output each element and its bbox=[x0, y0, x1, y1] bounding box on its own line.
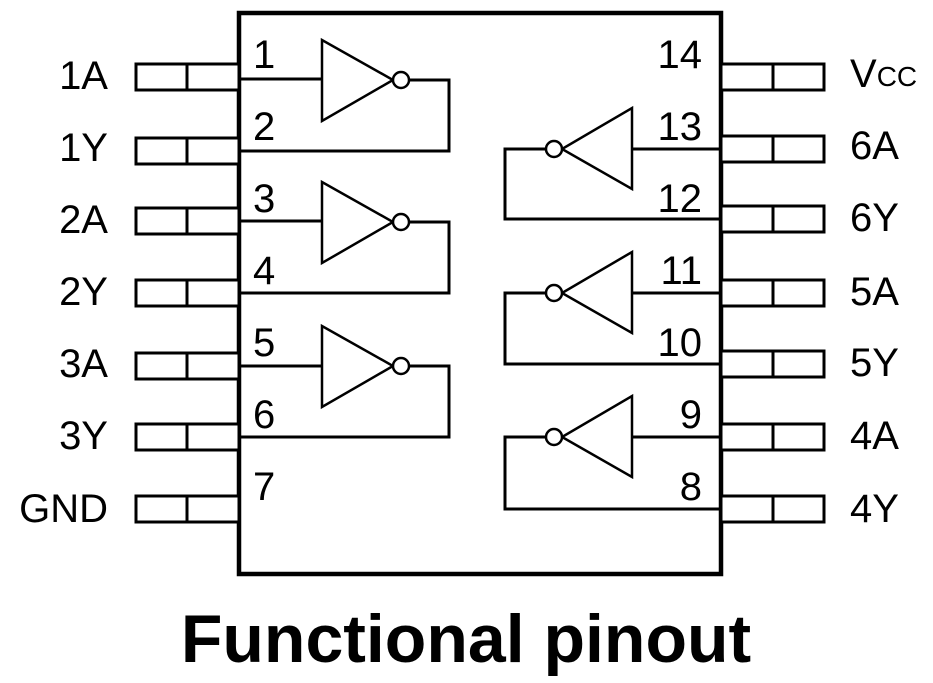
inverter-2 bbox=[239, 179, 451, 295]
pin-number-7: 7 bbox=[253, 465, 275, 509]
inverter-6 bbox=[503, 105, 721, 221]
inverter-1 bbox=[239, 37, 451, 153]
inverter-5 bbox=[503, 249, 721, 366]
diagram-title: Functional pinout bbox=[181, 601, 751, 677]
pin-name-1a: 1A bbox=[59, 54, 108, 98]
pin-name-3y: 3Y bbox=[59, 414, 108, 458]
pin-5-pad bbox=[134, 351, 241, 381]
pin-name-6y: 6Y bbox=[850, 196, 899, 240]
pin-10-pad bbox=[719, 349, 826, 379]
pin-6-pad bbox=[134, 422, 241, 452]
pin-2-pad bbox=[134, 136, 241, 166]
pin-name-gnd: GND bbox=[19, 487, 108, 531]
pin-8-pad bbox=[719, 494, 826, 524]
pin-name-2a: 2A bbox=[59, 198, 108, 242]
pin-number-4: 4 bbox=[253, 249, 275, 293]
vcc-main: V bbox=[850, 52, 877, 96]
pin-name-4a: 4A bbox=[850, 414, 899, 458]
vcc-sub: CC bbox=[877, 61, 917, 92]
pin-number-8: 8 bbox=[680, 465, 702, 509]
pin-1-pad bbox=[134, 62, 241, 92]
pin-name-4y: 4Y bbox=[850, 487, 899, 531]
pin-number-1: 1 bbox=[253, 33, 275, 77]
right-pin-pads bbox=[719, 62, 826, 524]
inverter-4 bbox=[503, 393, 721, 511]
pin-9-pad bbox=[719, 422, 826, 452]
left-pin-pads bbox=[134, 62, 241, 524]
pin-name-6a: 6A bbox=[850, 124, 899, 168]
pin-7-pad bbox=[134, 494, 241, 524]
pin-name-1y: 1Y bbox=[59, 126, 108, 170]
pin-number-5: 5 bbox=[253, 321, 275, 365]
pin-number-14: 14 bbox=[658, 33, 703, 77]
inverter-3 bbox=[239, 323, 451, 439]
pin-number-11: 11 bbox=[660, 249, 702, 293]
pin-name-vcc: VCC bbox=[850, 52, 917, 96]
pin-name-5y: 5Y bbox=[850, 341, 899, 385]
pin-name-2y: 2Y bbox=[59, 270, 108, 314]
pin-4-pad bbox=[134, 278, 241, 308]
pin-number-6: 6 bbox=[253, 393, 275, 437]
pin-12-pad bbox=[719, 204, 826, 234]
pin-number-2: 2 bbox=[253, 105, 275, 149]
pin-name-5a: 5A bbox=[850, 270, 899, 314]
pin-name-3a: 3A bbox=[59, 342, 108, 386]
pin-13-pad bbox=[719, 134, 826, 164]
pin-number-3: 3 bbox=[253, 177, 275, 221]
pin-number-9: 9 bbox=[680, 393, 702, 437]
pin-11-pad bbox=[719, 278, 826, 308]
pin-number-13: 13 bbox=[658, 105, 703, 149]
pin-3-pad bbox=[134, 206, 241, 236]
pin-number-12: 12 bbox=[658, 177, 703, 221]
pin-number-10: 10 bbox=[658, 321, 703, 365]
pin-14-pad bbox=[719, 62, 826, 92]
